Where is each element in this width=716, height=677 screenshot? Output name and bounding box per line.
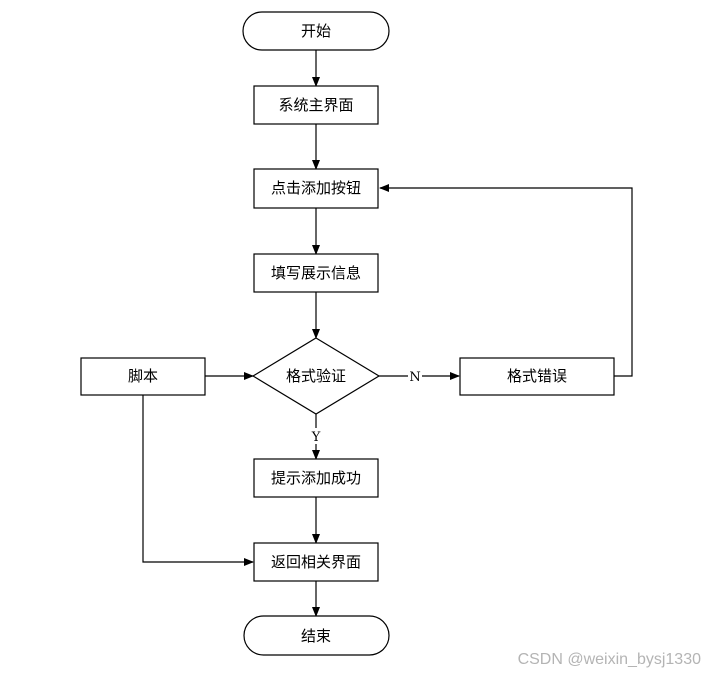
edge-label-yes: Y xyxy=(311,430,321,445)
node-format-error: 格式错误 xyxy=(459,357,615,396)
connectors xyxy=(142,50,633,617)
edge-label-no-bg xyxy=(408,368,422,384)
node-fill-info: 填写展示信息 xyxy=(253,253,379,293)
node-end-label: 结束 xyxy=(301,627,331,645)
edge-label-no: N xyxy=(409,370,420,385)
edge-format-error-to-click-add xyxy=(379,184,633,377)
node-return-ui-label: 返回相关界面 xyxy=(271,553,361,571)
node-end: 结束 xyxy=(243,615,390,656)
watermark: CSDN @weixin_bysj1330 xyxy=(518,651,702,668)
node-start: 开始 xyxy=(242,11,390,51)
node-click-add: 点击添加按钮 xyxy=(253,168,379,209)
edge-script-to-return-ui xyxy=(142,395,254,566)
node-format-check: 格式验证 xyxy=(251,337,381,415)
node-main-ui: 系统主界面 xyxy=(253,85,379,125)
node-add-success-label: 提示添加成功 xyxy=(271,469,361,487)
node-format-error-label: 格式错误 xyxy=(507,367,567,385)
node-script-label: 脚本 xyxy=(128,367,158,385)
node-main-ui-label: 系统主界面 xyxy=(278,96,353,114)
node-add-success: 提示添加成功 xyxy=(253,458,379,498)
node-fill-info-label: 填写展示信息 xyxy=(271,264,361,282)
node-click-add-label: 点击添加按钮 xyxy=(271,179,361,197)
node-return-ui: 返回相关界面 xyxy=(253,542,379,582)
edge-label-yes-bg xyxy=(309,428,323,444)
node-format-check-label: 格式验证 xyxy=(286,367,346,385)
node-script: 脚本 xyxy=(80,357,206,396)
node-start-label: 开始 xyxy=(301,22,331,40)
